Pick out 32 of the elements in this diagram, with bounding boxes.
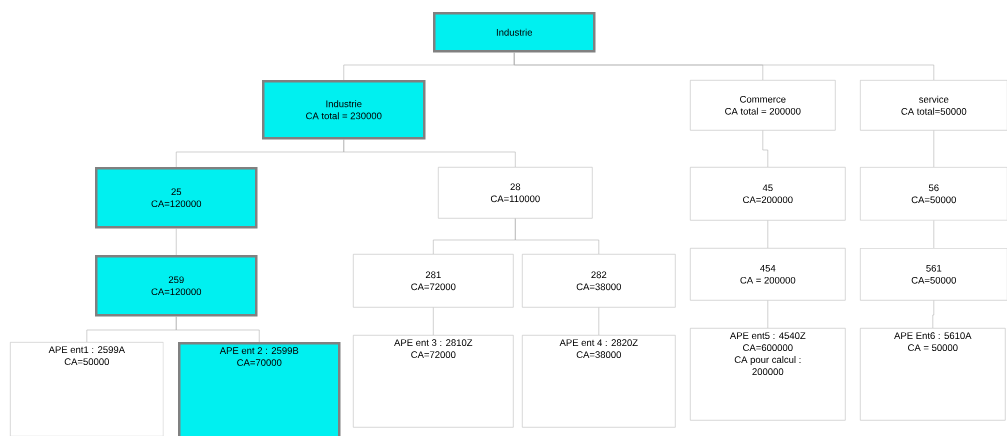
- connector: [343, 139, 516, 168]
- org-box: 282 CA=38000: [522, 254, 676, 308]
- highlighted-box: Industrie: [433, 12, 596, 53]
- connector: [433, 307, 434, 336]
- org-box: Commerce CA total = 200000: [690, 80, 836, 131]
- connector: [932, 300, 935, 329]
- connector: [933, 130, 935, 168]
- org-box: APE ent5 : 4540Z CA=600000 CA pour calcul : 200000: [690, 328, 846, 421]
- connector: [762, 130, 769, 168]
- connector: [175, 316, 260, 343]
- org-box: 56 CA=50000: [860, 167, 1007, 221]
- org-box: APE ent 4 : 2820Z CA=38000: [522, 335, 676, 428]
- connector: [175, 228, 177, 256]
- highlighted-box: 25 CA=120000: [95, 167, 258, 229]
- org-box: APE ent1 : 2599A CA=50000: [10, 342, 164, 436]
- highlighted-box: APE ent 2 : 2599B CA=70000: [178, 342, 341, 436]
- highlighted-box: 259 CA=120000: [95, 255, 258, 317]
- connector: [767, 300, 769, 329]
- connector: [767, 220, 769, 249]
- connector: [933, 220, 935, 249]
- org-box: APE ent 3 : 2810Z CA=72000: [353, 335, 514, 428]
- org-box: 45 CA=200000: [690, 167, 846, 221]
- connector: [513, 52, 935, 81]
- connector: [515, 218, 600, 255]
- org-box: 28 CA=110000: [438, 167, 593, 219]
- org-box: 454 CA = 200000: [690, 248, 846, 301]
- org-box: service CA total=50000: [860, 80, 1007, 131]
- highlighted-box: Industrie CA total = 230000: [262, 80, 426, 140]
- org-box: 281 CA=72000: [353, 254, 514, 308]
- connector: [598, 307, 600, 336]
- org-box: APE Ent6 : 5610A CA = 50000: [860, 328, 1006, 421]
- org-box: 561 CA=50000: [860, 248, 1007, 301]
